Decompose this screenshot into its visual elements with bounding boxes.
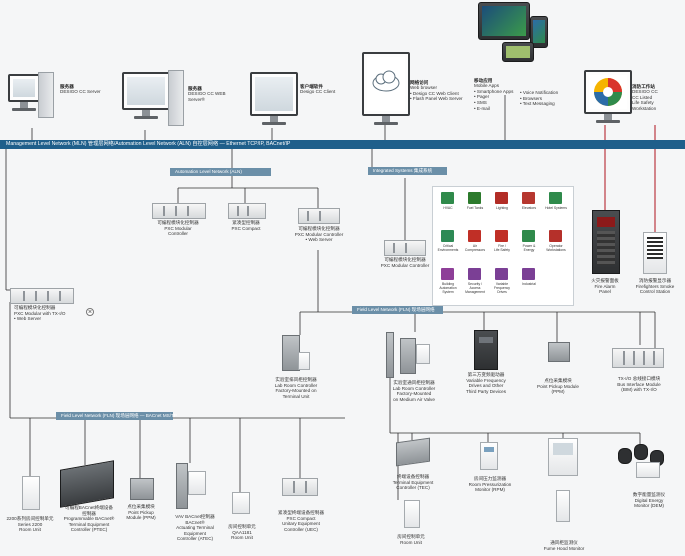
fire-alarm-panel — [592, 210, 620, 274]
integrated-tile-label: Critical Environments — [437, 244, 459, 252]
digital-energy-monitor-label: 数字能量监测仪 Digital Energy Monitor (DEM) — [632, 492, 666, 509]
point-pickup-module-left — [130, 478, 154, 500]
fume-hood-monitor — [548, 438, 580, 522]
qaa1181-room-unit — [232, 492, 250, 514]
point-pickup-module-right-label: 点位采集模块 Point Pickup Module (PPM) — [537, 378, 579, 395]
integrated-tile-label: HVAC — [443, 206, 453, 210]
room-unit-bottom — [404, 500, 420, 528]
integrated-tile-label: Fuel Tanks — [466, 206, 484, 210]
fire-alarm-panel-label: 火灾报警面板 Fire Alarm Panel — [591, 278, 619, 295]
lab-room-controller-terminal-box — [298, 352, 310, 370]
integrated-tile-label: Power & Energy — [522, 244, 536, 252]
series-2200-room-unit — [22, 476, 40, 510]
lab-room-controller-terminal-label: 实验室排风柜控制器 Lab Room Controller Factory-Mo… — [274, 377, 318, 399]
pxc-compact-controller-label: 紧凑型控制器 PXC Compact — [231, 220, 261, 231]
room-unit-bottom-label: 房间控制单元 Room Unit — [397, 534, 425, 545]
mobile-notify-label: • Voice Notification • Browsers • Text M… — [520, 90, 559, 107]
web-server-device — [122, 70, 184, 130]
fln-right-tag: Field Level Network (FLN) 现场层网络 — [352, 306, 443, 314]
tec-controller-label: 终端设备控制器 Terminal Equipment Controller (T… — [392, 474, 434, 491]
smoke-control-station-label: 消防报警显示器 Firefighters Smoke Control Stati… — [635, 278, 675, 295]
integrated-pxc-label: 可编程模块化控制器 PXC Modular Controller — [380, 257, 430, 268]
digital-energy-monitor — [618, 444, 670, 478]
integrated-tile-icon — [495, 192, 508, 204]
mln-band: Management Level Network (MLN) 管理层网络/Aut… — [0, 140, 685, 149]
pxc-modular-controller-1-label: 可编程模块化控制器 PXC Modular Controller — [157, 220, 199, 237]
pxc-compact-controller — [228, 203, 266, 219]
integrated-tile-icon — [468, 192, 481, 204]
integrated-tile-icon — [468, 268, 481, 280]
client-device — [250, 72, 298, 128]
integrated-tile-label: Elevators — [521, 206, 537, 210]
pxc-modular-txio-label: 可编程模块化控制器 PXC Modular with TX-I/O • Web … — [14, 305, 66, 322]
integrated-tile-label: Hotel Systems — [545, 206, 567, 210]
variable-frequency-drive — [474, 330, 498, 370]
pxc-compact-uec-label: 紧凑型终端设备控制器 PXC Compact Unitary Equipment… — [278, 510, 324, 532]
integrated-tile-label: Security / Access Management — [465, 282, 485, 294]
integrated-tile-icon — [441, 230, 454, 242]
room-pressurization-monitor — [480, 442, 498, 470]
integrated-tile-label: Building Automation System — [439, 282, 457, 294]
lab-room-controller-airvalve — [386, 332, 432, 378]
integrated-tile-label: Operator Workstations — [546, 244, 566, 252]
atec-controller — [176, 463, 206, 511]
integrated-tile-label: Industrial — [522, 282, 536, 286]
integrated-pxc-controller — [384, 240, 426, 256]
integrated-tile-icon — [522, 192, 535, 204]
integrated-tile-icon — [522, 268, 535, 280]
ptec-controller-label: 可编程BACnet终端设备 控制器 Programmable BACnet® T… — [63, 505, 115, 533]
server-device — [8, 72, 54, 128]
fln-left-tag: Field Level Network (FLN) 现场层网络 — BACnet… — [56, 412, 177, 420]
point-pickup-module-right — [548, 342, 570, 362]
qaa1181-room-unit-label: 房间控制单元 QAA1181 Room Unit — [228, 524, 256, 541]
integrated-tile-label: Lighting — [496, 206, 508, 210]
integrated-systems-tag: Integrated Systems 集成系统 — [368, 167, 447, 175]
fume-hood-monitor-label: 通风柜监测仪 Fume Hood Monitor — [543, 540, 585, 551]
integrated-tile-icon — [441, 268, 454, 280]
integrated-tile-icon — [522, 230, 535, 242]
pxc-modular-txio-controller — [10, 288, 74, 304]
integrated-tile-label: Air Compressors — [464, 244, 486, 252]
integrated-tile-label: Variable Frequency Drives — [493, 282, 511, 294]
pxc-modular-controller-2-label: 可编程模块化控制器 PXC Modular Controller • Web S… — [294, 226, 344, 243]
integrated-tile-icon — [495, 230, 508, 242]
pxc-modular-controller-1 — [152, 203, 206, 219]
integrated-tile-icon — [549, 230, 562, 242]
integrated-tile-icon — [441, 192, 454, 204]
integrated-systems-grid — [432, 186, 574, 306]
series-2200-room-unit-label: 2200系列房间控制单元 Series 2200 Room Unit — [6, 516, 54, 533]
smoke-control-station — [643, 232, 667, 274]
variable-frequency-drive-label: 第三方变频驱动器 Variable Frequency Drives and O… — [465, 372, 507, 394]
point-pickup-module-left-label: 点位采集模块 Point Pickup Module (PPM) — [126, 504, 156, 521]
web-globe-icon: ⌘ — [86, 308, 94, 316]
web-browser-device — [362, 52, 410, 125]
life-safety-workstation-device — [584, 70, 632, 126]
room-pressurization-monitor-label: 房间压力监测器 Room Pressurization Monitor (RPM… — [468, 476, 512, 493]
atec-controller-label: VAV BACnet控制器 BACnet® Actuating Terminal… — [175, 514, 215, 542]
lab-room-controller-airvalve-label: 实验室通风柜控制器 Lab Room Controller Factory-Mo… — [392, 380, 436, 402]
aln-tag: Automation Level Network (ALN) — [170, 168, 271, 176]
bus-interface-module-label: TX-I/O 总线接口模块 Bus Interface Module (BIM)… — [617, 376, 661, 393]
bus-interface-module — [612, 348, 664, 368]
mobile-devices — [478, 2, 558, 64]
pxc-compact-uec — [282, 478, 318, 496]
pxc-modular-controller-2 — [298, 208, 340, 224]
tec-controller — [396, 437, 430, 467]
integrated-tile-icon — [549, 192, 562, 204]
cloud-icon — [372, 70, 400, 92]
integrated-tile-icon — [495, 268, 508, 280]
integrated-tile-label: Fire / Life Safety — [493, 244, 511, 252]
integrated-tile-icon — [468, 230, 481, 242]
colorwheel-icon — [594, 78, 622, 106]
